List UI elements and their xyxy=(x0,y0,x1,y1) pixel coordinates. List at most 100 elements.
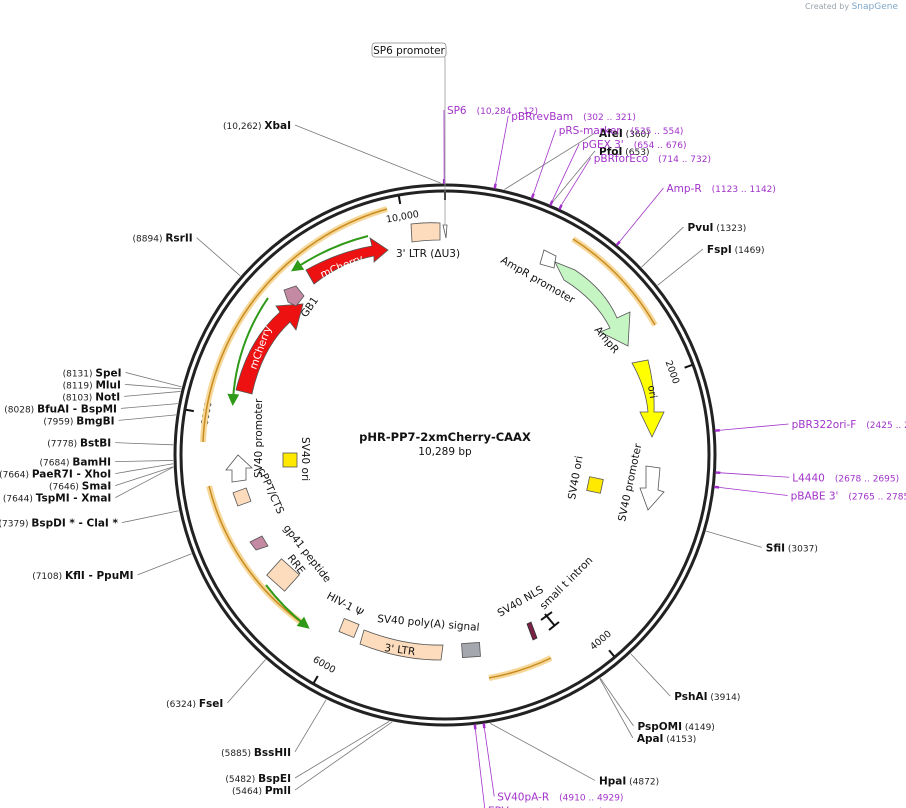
enzyme-leader xyxy=(294,720,390,779)
enzyme-leader xyxy=(120,403,178,409)
primer-name: pGEX 3' xyxy=(582,139,624,151)
enzyme-position: (6324) xyxy=(166,700,199,710)
enzyme-leader xyxy=(227,659,266,704)
enzyme-position: (7778) xyxy=(47,440,80,450)
sv40-ori-left-label: SV40 ori xyxy=(299,437,311,481)
primer-name: pBABE 3' xyxy=(791,491,839,503)
enzyme-label: (7959) BmgBI xyxy=(43,415,114,427)
primer-sites: pBRrevBam(302 .. 321) pRS-marker (535 .. 5… xyxy=(442,105,906,808)
enzyme-name: XbaI xyxy=(264,120,291,132)
enzyme-label: SfiI (3037) xyxy=(766,542,818,554)
sv40-ori-right-label: SV40 ori xyxy=(566,455,585,501)
primer-mark xyxy=(713,485,720,489)
enzyme-label: HpaI (4872) xyxy=(599,775,659,787)
snapgene-logo-text: SnapGene xyxy=(851,2,898,12)
enzyme-leader xyxy=(600,678,634,727)
ruler-label: 4000 xyxy=(588,629,614,653)
sv40-promoter-right-label: SV40 promoter xyxy=(616,442,644,523)
primer-label: SP6(10,284 .. 12) xyxy=(447,105,538,117)
enzyme-leader xyxy=(599,678,634,739)
enzyme-position: (8131) xyxy=(63,369,96,379)
primer-name: pBRforEco xyxy=(594,153,648,165)
enzyme-position: (8103) xyxy=(62,393,95,403)
enzyme-label: (8894) RsrII xyxy=(133,233,193,245)
enzyme-name: PaeR7I - XhoI xyxy=(32,469,111,481)
enzyme-leader xyxy=(630,653,671,697)
enzyme-leader xyxy=(115,463,174,474)
enzyme-label: (7108) KflI - PpuMI xyxy=(32,570,133,582)
enzyme-position: (5885) xyxy=(221,749,254,759)
enzyme-leader xyxy=(124,391,181,397)
enzyme-leader xyxy=(115,466,174,486)
primer-leader xyxy=(619,187,664,242)
ruler-label: 6000 xyxy=(311,654,337,676)
ruler-label: 10,000 xyxy=(385,209,420,226)
orf-arcs xyxy=(200,206,658,681)
enzyme-position: (7646) xyxy=(49,483,82,493)
primer-name: pRS-marker xyxy=(559,125,622,137)
primer-mark xyxy=(493,183,497,189)
primer-leader xyxy=(551,143,580,201)
primer-label: Amp-R(1123 .. 1142) xyxy=(666,183,775,195)
sp6-promoter-label: SP6 promoter xyxy=(373,45,445,57)
primer-mark xyxy=(549,200,554,206)
hiv-psi-label: HIV-1 Ψ xyxy=(325,590,366,619)
enzyme-label: (7644) TspMI - XmaI xyxy=(3,493,111,505)
ruler-label: 2000 xyxy=(663,359,682,385)
enzyme-position: (7664) xyxy=(0,471,32,481)
primer-leader xyxy=(474,729,486,808)
mcherry-lower-shape xyxy=(235,303,304,395)
enzyme-sites: (10,262) XbaI (8894) RsrII (8131) SpeI (811… xyxy=(0,120,818,797)
enzyme-position: (3037) xyxy=(785,544,818,554)
primer-leader xyxy=(483,728,495,797)
credit-prefix: Created by xyxy=(805,2,850,11)
enzyme-name: SpeI xyxy=(95,367,121,379)
ruler-tick xyxy=(185,408,194,413)
enzyme-position: (10,262) xyxy=(223,122,264,132)
enzyme-position: (7108) xyxy=(32,572,65,582)
enzyme-leader xyxy=(294,124,441,184)
enzyme-position: (8119) xyxy=(63,381,96,391)
primer-name: pBR322ori-F xyxy=(792,419,857,431)
enzyme-position: (4872) xyxy=(626,777,659,787)
sv40-promoter-left-label: SV40 promoter xyxy=(253,398,265,478)
enzyme-name: PvuI xyxy=(688,222,714,234)
ltr-du3-shape xyxy=(410,222,441,243)
ltr-du3-label: 3' LTR (ΔU3) xyxy=(396,248,460,260)
primer-range: (4910 .. 4929) xyxy=(559,793,623,803)
ruler-tick xyxy=(684,364,693,369)
enzyme-name: PspOMI xyxy=(637,721,682,733)
primer-mark xyxy=(615,240,621,247)
primer-range: (302 .. 321) xyxy=(583,113,636,123)
primer-range: (10,284 .. 12) xyxy=(477,107,538,117)
enzyme-name: HpaI xyxy=(599,775,626,787)
primer-leader xyxy=(561,157,592,206)
ruler-tick xyxy=(397,195,402,205)
snapgene-credit: Created by SnapGene xyxy=(805,2,898,12)
cppt-shape xyxy=(232,487,252,507)
enzyme-leader xyxy=(115,442,174,446)
plasmid-length: 10,289 bp xyxy=(418,446,472,458)
orf-green-top xyxy=(291,235,369,272)
primer-label: pBRforEco(714 .. 732) xyxy=(594,153,711,165)
primer-leader xyxy=(719,487,788,496)
enzyme-leader xyxy=(641,226,684,268)
enzyme-name: PshAI xyxy=(674,691,707,703)
enzyme-label: (10,262) XbaI xyxy=(223,120,291,132)
primer-range: (535 .. 554) xyxy=(631,127,684,137)
enzyme-label: FspI (1469) xyxy=(707,244,765,256)
enzyme-leader xyxy=(196,237,241,277)
orf-arc-left-bottom-line xyxy=(208,485,306,626)
enzyme-leader xyxy=(706,530,762,548)
ruler-tick xyxy=(312,675,319,684)
enzyme-label: (8131) SpeI xyxy=(63,367,122,379)
enzyme-leader xyxy=(124,384,182,390)
primer-label: pBRrevBam(302 .. 321) xyxy=(511,111,636,123)
enzyme-label: AfeI (360) xyxy=(599,128,650,140)
orf-arc-right-top-line xyxy=(572,238,656,326)
primer-mark xyxy=(530,193,535,199)
primer-label: pRS-marker (535 .. 554) xyxy=(559,125,684,137)
primer-leader xyxy=(533,129,557,194)
plasmid-name: pHR-PP7-2xmCherry-CAAX xyxy=(359,430,531,444)
enzyme-position: (653) xyxy=(622,148,649,158)
